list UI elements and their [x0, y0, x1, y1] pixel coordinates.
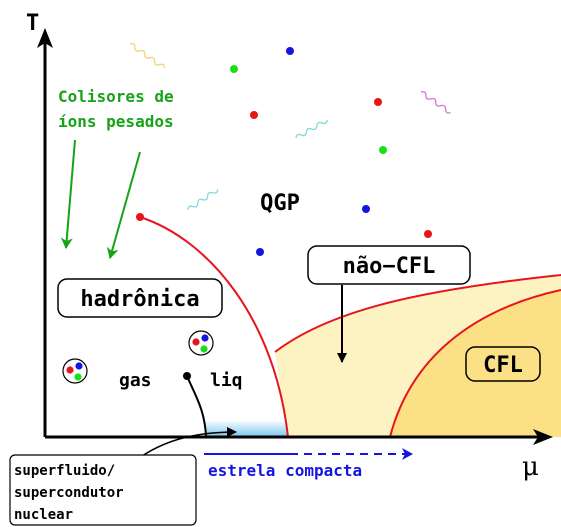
collider-arrow-left [60, 139, 76, 249]
red-dot-icon [424, 230, 432, 238]
blue-dot-icon [256, 248, 264, 256]
blue-dot-icon [362, 205, 370, 213]
superfluido-label-line2: supercondutor [14, 485, 124, 501]
blue-dot-icon [286, 47, 294, 55]
green-dot-icon [379, 146, 387, 154]
hadron-qgp-boundary [139, 216, 289, 438]
non-cfl-boundary [274, 274, 561, 353]
qgp-label-box [246, 184, 314, 220]
x-axis-arrowhead [533, 429, 553, 445]
colisores-label-line1: Colisores de [58, 87, 174, 106]
liquid-gas-line [186, 375, 207, 438]
liquid-gas-critical-point [183, 372, 191, 380]
hadronica-label: hadrônica [80, 287, 199, 312]
cfl-label-box [465, 346, 541, 382]
qgp-label: QGP [260, 191, 300, 216]
estrela-label: estrela compacta [208, 461, 362, 480]
gluon-wave-icon [129, 42, 451, 211]
nao-cfl-label-box [307, 245, 471, 285]
red-dot-icon [374, 98, 382, 106]
y-axis-label: T [26, 11, 39, 36]
liq-label: liq [210, 370, 243, 391]
gas-label: gas [119, 370, 152, 391]
hadron-icon [188, 330, 214, 356]
colisores-label-line2: íons pesados [58, 112, 174, 131]
critical-point-red [136, 213, 144, 221]
cfl-label: CFL [483, 353, 523, 378]
hadronica-label-box [57, 278, 223, 318]
nuclear-superfluid-region [205, 420, 288, 437]
x-axis-label: μ [522, 452, 539, 482]
collider-arrow-right [106, 151, 141, 259]
y-axis-arrowhead [37, 28, 53, 48]
quark-dots [230, 47, 432, 256]
red-dot-icon [250, 111, 258, 119]
cfl-boundary [389, 289, 561, 438]
superfluido-label-box [9, 454, 197, 526]
nao-cfl-label: não−CFL [343, 254, 436, 279]
superfluido-label-line3: nuclear [14, 507, 73, 523]
green-dot-icon [230, 65, 238, 73]
superfluido-label-line1: superfluido/ [14, 463, 115, 479]
hadron-icon [62, 358, 88, 384]
